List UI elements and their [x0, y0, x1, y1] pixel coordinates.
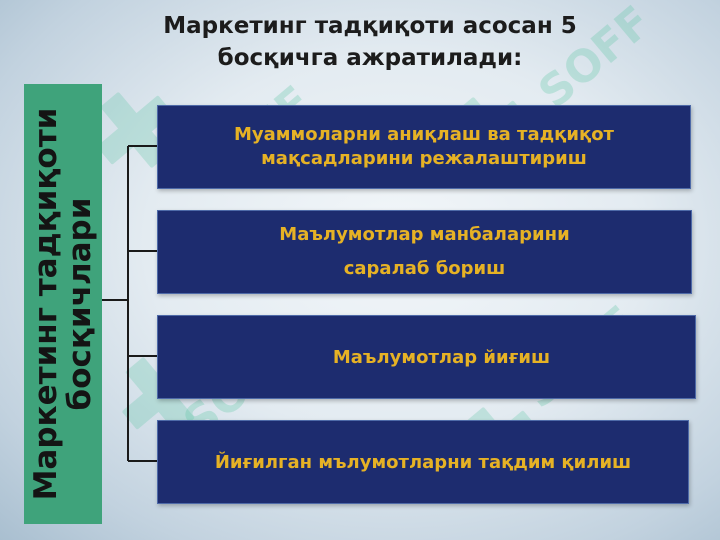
- step-1-line-2: мақсадларини режалаштириш: [261, 148, 587, 169]
- step-4-line-1: Йиғилган мълумотларни тақдим қилиш: [214, 451, 632, 473]
- step-box-2: Маълумотлар манбаларини саралаб бориш: [157, 210, 692, 294]
- stages-label-box: Маркетинг тадқиқоти босқичлари: [24, 84, 102, 524]
- step-2-line-1: Маълумотлар манбаларини: [279, 224, 570, 245]
- slide-title: Маркетинг тадқиқоти асосан 5 босқичга аж…: [100, 10, 640, 74]
- step-3-line-1: Маълумотлар йиғиш: [332, 346, 551, 368]
- step-box-4: Йиғилган мълумотларни тақдим қилиш: [157, 420, 689, 504]
- slide-title-line-1: Маркетинг тадқиқоти асосан 5: [163, 13, 577, 39]
- step-box-1: Муаммоларни аниқлаш ва тадқиқот мақсадла…: [157, 105, 691, 189]
- step-2-line-2: саралаб бориш: [343, 258, 506, 279]
- step-1-line-1: Муаммоларни аниқлаш ва тадқиқот: [233, 124, 614, 145]
- step-box-3: Маълумотлар йиғиш: [157, 315, 696, 399]
- slide-title-line-2: босқичга ажратилади:: [217, 45, 523, 71]
